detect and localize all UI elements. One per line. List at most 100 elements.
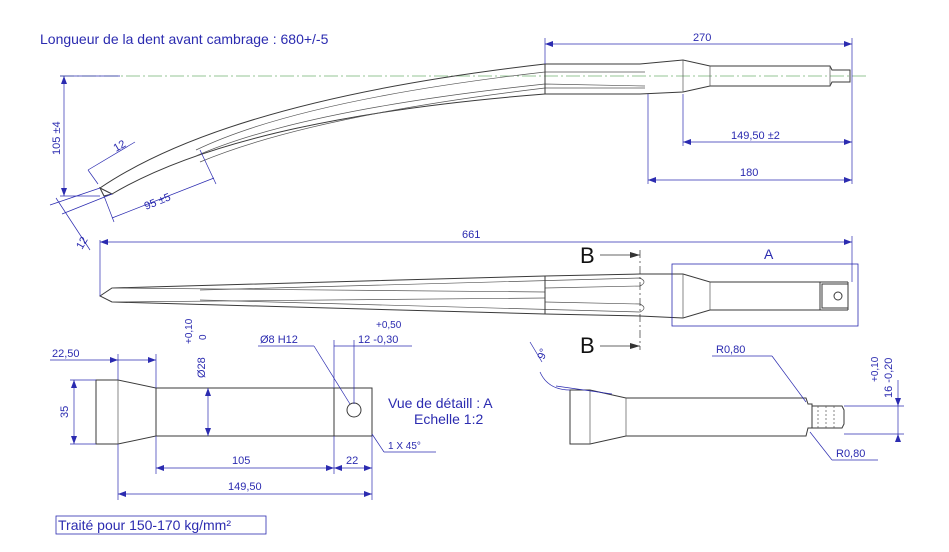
dim-r-bot-label: R0,80 xyxy=(836,448,865,460)
dim-12b-label: 12 xyxy=(74,235,91,252)
dim-22-label: 22 xyxy=(346,455,358,467)
dim-95-line xyxy=(111,177,215,219)
dim-12b-ext xyxy=(55,197,91,251)
arrowhead xyxy=(118,491,126,497)
arrowhead xyxy=(156,465,164,471)
tine-tip xyxy=(98,186,114,197)
section-label-bottom: B xyxy=(580,333,595,358)
dim-105-label: 105 ±4 xyxy=(51,121,63,155)
dim-95-ext xyxy=(199,149,217,185)
treatment-note: Traité pour 150-170 kg/mm² xyxy=(58,517,231,533)
detail-a-view xyxy=(569,389,845,445)
side-hole xyxy=(833,291,843,301)
side-view xyxy=(99,273,849,319)
side-hole-square xyxy=(821,283,849,309)
dim-r-top-leader-2 xyxy=(771,355,807,403)
dim-12b-line-1 xyxy=(49,187,101,206)
dim-661-label: 661 xyxy=(462,229,480,241)
arrowhead xyxy=(630,343,640,349)
arrowhead xyxy=(630,252,640,258)
arrowhead xyxy=(844,41,852,47)
dim-hole-label: Ø8 H12 xyxy=(260,334,298,346)
length-note: Longueur de la dent avant cambrage : 680… xyxy=(40,31,329,47)
dim-12a-ext xyxy=(87,169,99,185)
arrowhead xyxy=(71,436,77,444)
dim-hole-leader-2 xyxy=(313,345,351,405)
detail-a-frame xyxy=(671,263,859,327)
side-dimensions: 661 A B B xyxy=(99,229,859,358)
dim-28-label: Ø28 xyxy=(196,357,208,378)
dim-angle-line-1 xyxy=(555,385,613,395)
dim-12a-line xyxy=(87,141,136,171)
shank-hole xyxy=(346,402,362,418)
arrowhead xyxy=(148,357,156,363)
arrowhead xyxy=(61,188,67,196)
tine-outline-bottom xyxy=(111,93,640,195)
arrowhead xyxy=(100,239,108,245)
arrowhead xyxy=(648,177,656,183)
dim-28-tol-upper: +0,10 xyxy=(184,318,195,344)
dim-r-top-label: R0,80 xyxy=(716,344,745,356)
dim-35-label: 35 xyxy=(59,406,71,418)
detail-scale-note: Echelle 1:2 xyxy=(414,411,483,427)
arrowhead xyxy=(844,139,852,145)
treatment-box xyxy=(55,515,267,535)
dim-12-label: 12 -0,30 xyxy=(358,334,398,346)
arrowhead xyxy=(334,465,342,471)
arrowhead xyxy=(61,76,67,84)
arrowhead xyxy=(205,388,211,396)
arrowhead xyxy=(545,41,553,47)
shank-detail-view xyxy=(95,379,373,445)
dim-angle-label: 9° xyxy=(536,347,551,361)
dim-180-label: 180 xyxy=(740,167,758,179)
arrowhead xyxy=(326,465,334,471)
arrowhead xyxy=(895,434,901,442)
detail-dimensions: 9° R0,80 R0,80 +0,10 16 -0,20 xyxy=(529,341,904,461)
dim-chamfer-leader-1 xyxy=(371,433,385,453)
arrowhead xyxy=(364,465,372,471)
dim-14950b-label: 149,50 xyxy=(228,481,262,493)
detail-a-label: A xyxy=(764,246,774,262)
tine-groove-3 xyxy=(199,87,645,163)
detail-body xyxy=(569,389,813,445)
side-ridge-bottom xyxy=(111,297,546,303)
shank-dimensions: 22,50 35 Ø28 +0,10 0 Ø8 H12 +0,50 12 -0,… xyxy=(50,318,436,500)
arrowhead xyxy=(844,177,852,183)
shank-body xyxy=(155,387,335,437)
tine-outline-top xyxy=(99,63,640,189)
dim-95-ext-left xyxy=(103,195,115,223)
dim-chamfer-label: 1 X 45° xyxy=(388,441,421,452)
dim-12a-label: 12 xyxy=(112,138,129,155)
dim-12-tol-upper: +0,50 xyxy=(376,320,402,331)
arrowhead xyxy=(364,491,372,497)
dim-105b-label: 105 xyxy=(232,455,250,467)
dim-14950-label: 149,50 ±2 xyxy=(731,130,780,142)
arrowhead xyxy=(683,139,691,145)
dim-angle-line-2 xyxy=(529,341,543,363)
dim-28-tol-lower: 0 xyxy=(198,334,209,340)
dim-2250-label: 22,50 xyxy=(52,348,80,360)
shank-taper xyxy=(639,59,851,95)
detail-groove xyxy=(812,405,845,429)
dim-angle-arc xyxy=(539,371,571,391)
dim-r-bot-leader-1 xyxy=(809,431,833,461)
top-dimensions: 270 149,50 ±2 180 105 ±4 12 95 ±5 12 xyxy=(49,32,853,252)
detail-view-note: Vue de détaill : A xyxy=(388,395,493,411)
arrowhead xyxy=(895,398,901,406)
dim-95-label: 95 ±5 xyxy=(143,191,173,212)
tine-groove-2 xyxy=(195,83,646,157)
bent-tine-view xyxy=(60,59,868,197)
shank-end xyxy=(333,387,373,437)
dim-16-tol-upper: +0,10 xyxy=(870,356,881,382)
side-ridge-top xyxy=(111,287,546,293)
section-label-top: B xyxy=(580,243,595,268)
arrowhead xyxy=(71,380,77,388)
arrowhead xyxy=(205,428,211,436)
dim-270-label: 270 xyxy=(693,32,711,44)
tine-groove-1 xyxy=(195,71,645,151)
dim-16-label: 16 -0,20 xyxy=(883,358,895,398)
arrowhead xyxy=(844,239,852,245)
arrowhead xyxy=(110,357,118,363)
side-outline xyxy=(99,273,821,319)
